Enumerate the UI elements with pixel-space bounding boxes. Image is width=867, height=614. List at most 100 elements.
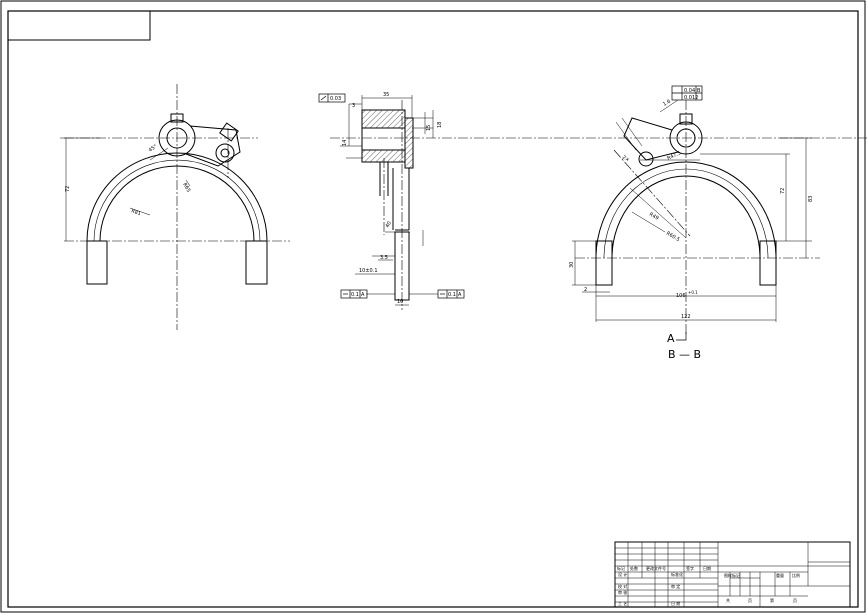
tb-sheet-unit2: 页: [793, 598, 797, 603]
right-fork-right-leg: [759, 240, 777, 286]
right-fork-outer-arc: [595, 161, 777, 259]
gdt-right-frame: [437, 289, 465, 299]
section-gdt-right-tol: 0.1: [448, 292, 456, 298]
hub-section-top: [361, 109, 406, 129]
section-arrow: [676, 332, 687, 341]
left-view-labels: 72 45° R81 R65: [65, 143, 191, 217]
title-block-grid: [615, 542, 850, 607]
tb-rev-sign: 签字: [686, 565, 694, 571]
right-lever: [623, 117, 679, 161]
right-view-centerlines: [575, 100, 820, 334]
right-fork-mid-arc: [603, 168, 769, 259]
section-centerlines: [330, 100, 867, 310]
right-dim-span-tol: +0.1: [688, 290, 698, 295]
lever-pin: [220, 148, 230, 158]
fork-right-leg: [245, 240, 268, 285]
title-block-labels: 标记 处数 更改文件号 签字 日期 设 计 校 对 审 核 工 艺 标准化 审 …: [617, 565, 800, 606]
right-radius-2: R60.5: [665, 231, 681, 244]
section-dimension-lines: [340, 95, 438, 306]
tb-role-design: 设 计: [618, 571, 627, 577]
right-hub-inner: [676, 128, 696, 148]
right-dim-hole: 2×: [621, 155, 630, 164]
right-gdt-datum: B: [697, 88, 701, 94]
tb-role-check: 校 对: [618, 583, 627, 589]
right-dim-chamfer: 1.6: [662, 99, 672, 108]
section-gdt-top: 0.03: [330, 96, 341, 102]
tb-scale: 比例: [792, 572, 800, 578]
fork-mid-arc: [93, 159, 261, 242]
right-view-labels: 0.04 0.012 B 1.6 2× 72 83 30 2 106 +0.1 …: [569, 88, 814, 361]
section-dim-side: 18: [437, 122, 443, 128]
right-view-dimensions: [572, 99, 812, 322]
section-dim-offset: 3: [352, 103, 355, 109]
tb-sheet-total: 共: [726, 597, 730, 603]
tb-role-review: 审 核: [618, 589, 627, 595]
right-radius-1: R49: [648, 212, 660, 222]
right-gdt-tol-1: 0.04: [684, 88, 695, 94]
lever-boss: [219, 122, 239, 142]
tb-rev-count: 处数: [630, 565, 638, 571]
title-block: [614, 541, 851, 608]
section-dim-step: 3.5: [380, 255, 388, 261]
hub-inner-circle: [166, 127, 188, 149]
section-gdt-left-tol: 0.1: [351, 292, 359, 298]
tb-sheet-no: 第: [770, 597, 774, 603]
tb-weight: 重量: [776, 572, 784, 578]
tb-rev-doc: 更改文件号: [646, 565, 666, 571]
right-dim-height-outer: 83: [808, 196, 814, 202]
left-radius-outer: R81: [130, 208, 141, 217]
section-view-labels: 0.03 35 3 15 18 14 40 3.5 10±0.1 10 0.1 …: [330, 92, 462, 305]
section-stem: [379, 162, 410, 301]
right-gdt-tol-2: 0.012: [684, 95, 698, 101]
section-gdt-left-datum: A: [361, 292, 365, 298]
right-fork-left-leg: [595, 240, 613, 286]
right-view: [572, 85, 820, 341]
tb-date: 日 期: [671, 600, 680, 606]
tb-rev-mark: 标记: [617, 565, 625, 571]
right-fork-inner-arc: [611, 175, 761, 259]
right-dim-total: 122: [681, 314, 691, 320]
right-radius-3: R47.5: [666, 150, 682, 162]
fork-left-leg: [86, 240, 108, 285]
fork-outer-arc: [86, 152, 268, 242]
tb-std: 标准化: [671, 571, 683, 577]
section-dim-width: 35: [383, 92, 389, 98]
tb-approve: 审 定: [671, 583, 680, 589]
right-hub-outer: [669, 121, 703, 155]
fork-inner-arc: [99, 165, 255, 242]
hub-side-block: [404, 117, 414, 169]
right-gdt-frame: [671, 85, 703, 101]
left-view: [60, 84, 290, 330]
left-view-centerlines: [64, 84, 290, 330]
hub-section-bore: [361, 127, 406, 151]
gdt-top-frame: [318, 93, 346, 103]
right-hub-tab: [679, 113, 693, 125]
section-view: [318, 93, 867, 310]
right-label-section: B — B: [668, 348, 701, 361]
section-dim-stem: 40: [385, 220, 393, 229]
left-dim-angle: 45°: [148, 143, 159, 153]
left-radius-mid: R65: [181, 182, 191, 194]
right-dim-span: 106: [676, 293, 686, 299]
lever-arm: [185, 125, 241, 167]
right-dim-height-inner: 72: [780, 188, 786, 194]
section-dim-shaft: 14: [342, 140, 348, 146]
right-dim-gap: 2: [584, 287, 587, 293]
tb-stage: 图样标记: [724, 572, 740, 578]
right-pin: [638, 151, 654, 167]
right-dim-leg: 30: [569, 262, 575, 268]
hub-section-bottom: [361, 149, 406, 163]
gdt-left-frame: [340, 289, 368, 299]
tb-rev-date: 日期: [703, 565, 711, 571]
hub-outer-circle: [158, 119, 196, 157]
tb-role-process: 工 艺: [618, 601, 627, 606]
left-view-dimensions: [60, 137, 191, 241]
section-dim-thickness: 10±0.1: [359, 268, 378, 274]
section-dim-bore: 15: [426, 125, 432, 131]
hub-tab: [170, 113, 184, 123]
left-dim-height: 72: [65, 186, 71, 192]
section-gdt-right-datum: A: [458, 292, 462, 298]
tb-sheet-unit: 页: [748, 598, 752, 603]
